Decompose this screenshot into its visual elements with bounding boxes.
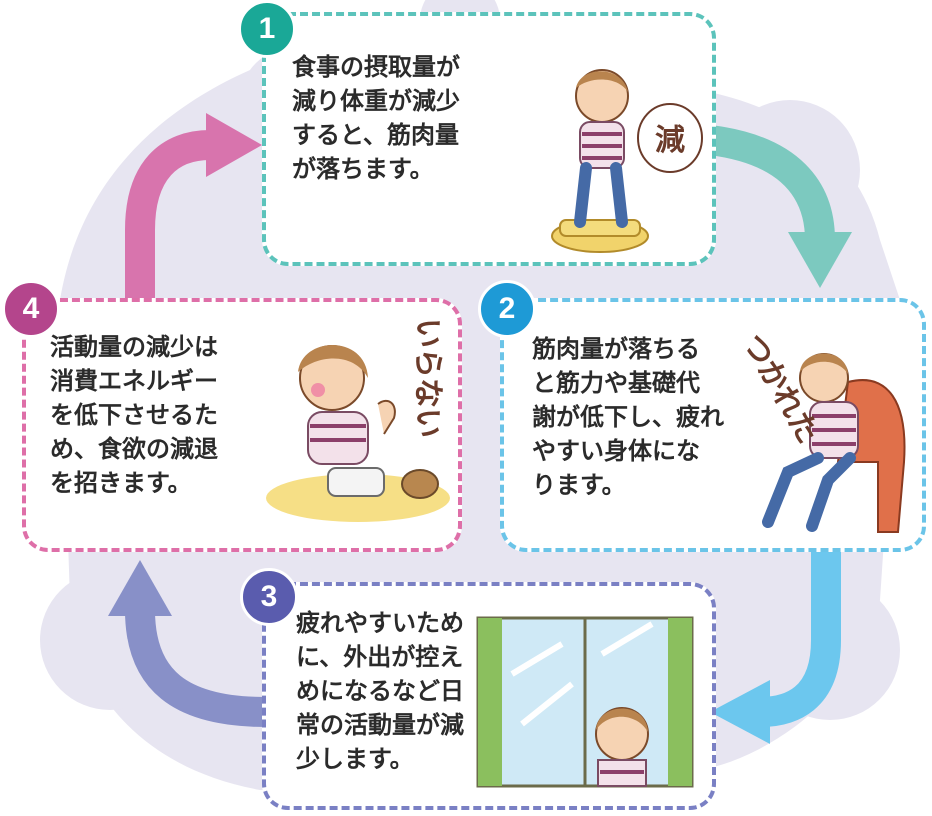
- step-3-illustration: [476, 616, 694, 788]
- step-4-badge: 4: [2, 280, 60, 338]
- arrow-1-to-2-head: [788, 232, 852, 288]
- step-1-text: 食事の摂取量が 減り体重が減少 すると、筋肉量 が落ちます。: [292, 53, 460, 183]
- arrow-4-to-1-head: [206, 113, 262, 177]
- step-2-card: 筋肉量が落ちる と筋力や基礎代 謝が低下し、疲れ やすい身体にな ります。 つか…: [500, 298, 926, 552]
- step-1-illustration: 減: [551, 69, 703, 253]
- step-3-badge: 3: [240, 568, 298, 626]
- arrow-4-to-1: [125, 130, 211, 298]
- arrow-3-to-4-head: [108, 560, 172, 616]
- step-1-illustration-label: 減: [655, 123, 685, 158]
- arrow-2-to-3-head: [710, 680, 770, 744]
- step-3-text: 疲れやすいため に、外出が控え めになるなど日 常の活動量が減 少します。: [296, 609, 464, 773]
- step-3-card: 疲れやすいため に、外出が控え めになるなど日 常の活動量が減 少します。: [262, 582, 716, 810]
- arrow-1-to-2: [707, 125, 835, 241]
- step-4-text: 活動量の減少は 消費エネルギー を低下させるた め、食欲の減退 を招きます。: [50, 333, 218, 497]
- step-4-illustration: いらない: [266, 318, 450, 522]
- step-4-card: 活動量の減少は 消費エネルギー を低下させるた め、食欲の減退 を招きます。 い…: [22, 298, 462, 552]
- step-4-illustration-label: いらない: [410, 318, 445, 438]
- step-1-badge: 1: [238, 0, 296, 58]
- arrow-3-to-4: [125, 609, 267, 727]
- step-2-badge: 2: [478, 280, 536, 338]
- step-1-card: 食事の摂取量が 減り体重が減少 すると、筋肉量 が落ちます。 減: [262, 12, 716, 266]
- step-2-text: 筋肉量が落ちる と筋力や基礎代 謝が低下し、疲れ やすい身体にな ります。: [532, 335, 724, 499]
- arrow-2-to-3: [759, 552, 841, 727]
- step-2-illustration: つかれた: [735, 328, 906, 533]
